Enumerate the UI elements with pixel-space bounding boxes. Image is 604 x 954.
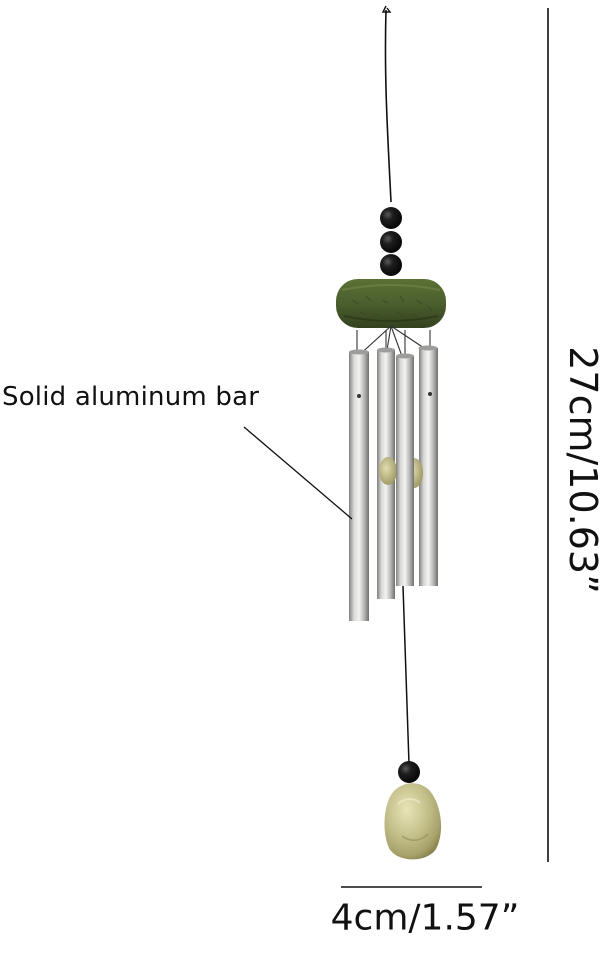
callout-label: Solid aluminum bar — [2, 382, 260, 412]
height-label: 27cm/10.63” — [561, 346, 604, 594]
aluminum-tube-3 — [396, 353, 414, 586]
width-label: 4cm/1.57” — [330, 897, 520, 939]
hanging-string — [381, 5, 392, 203]
aluminum-tube-1 — [349, 349, 369, 621]
green-cap — [336, 279, 446, 328]
black-bead-1 — [380, 207, 402, 229]
hanging-stone — [384, 783, 442, 860]
black-bead-bottom — [398, 761, 420, 783]
aluminum-tube-4 — [418, 345, 438, 586]
black-bead-3 — [380, 254, 402, 276]
callout-leader-line — [243, 426, 353, 520]
black-bead-2 — [380, 231, 402, 253]
lower-string — [402, 585, 410, 765]
